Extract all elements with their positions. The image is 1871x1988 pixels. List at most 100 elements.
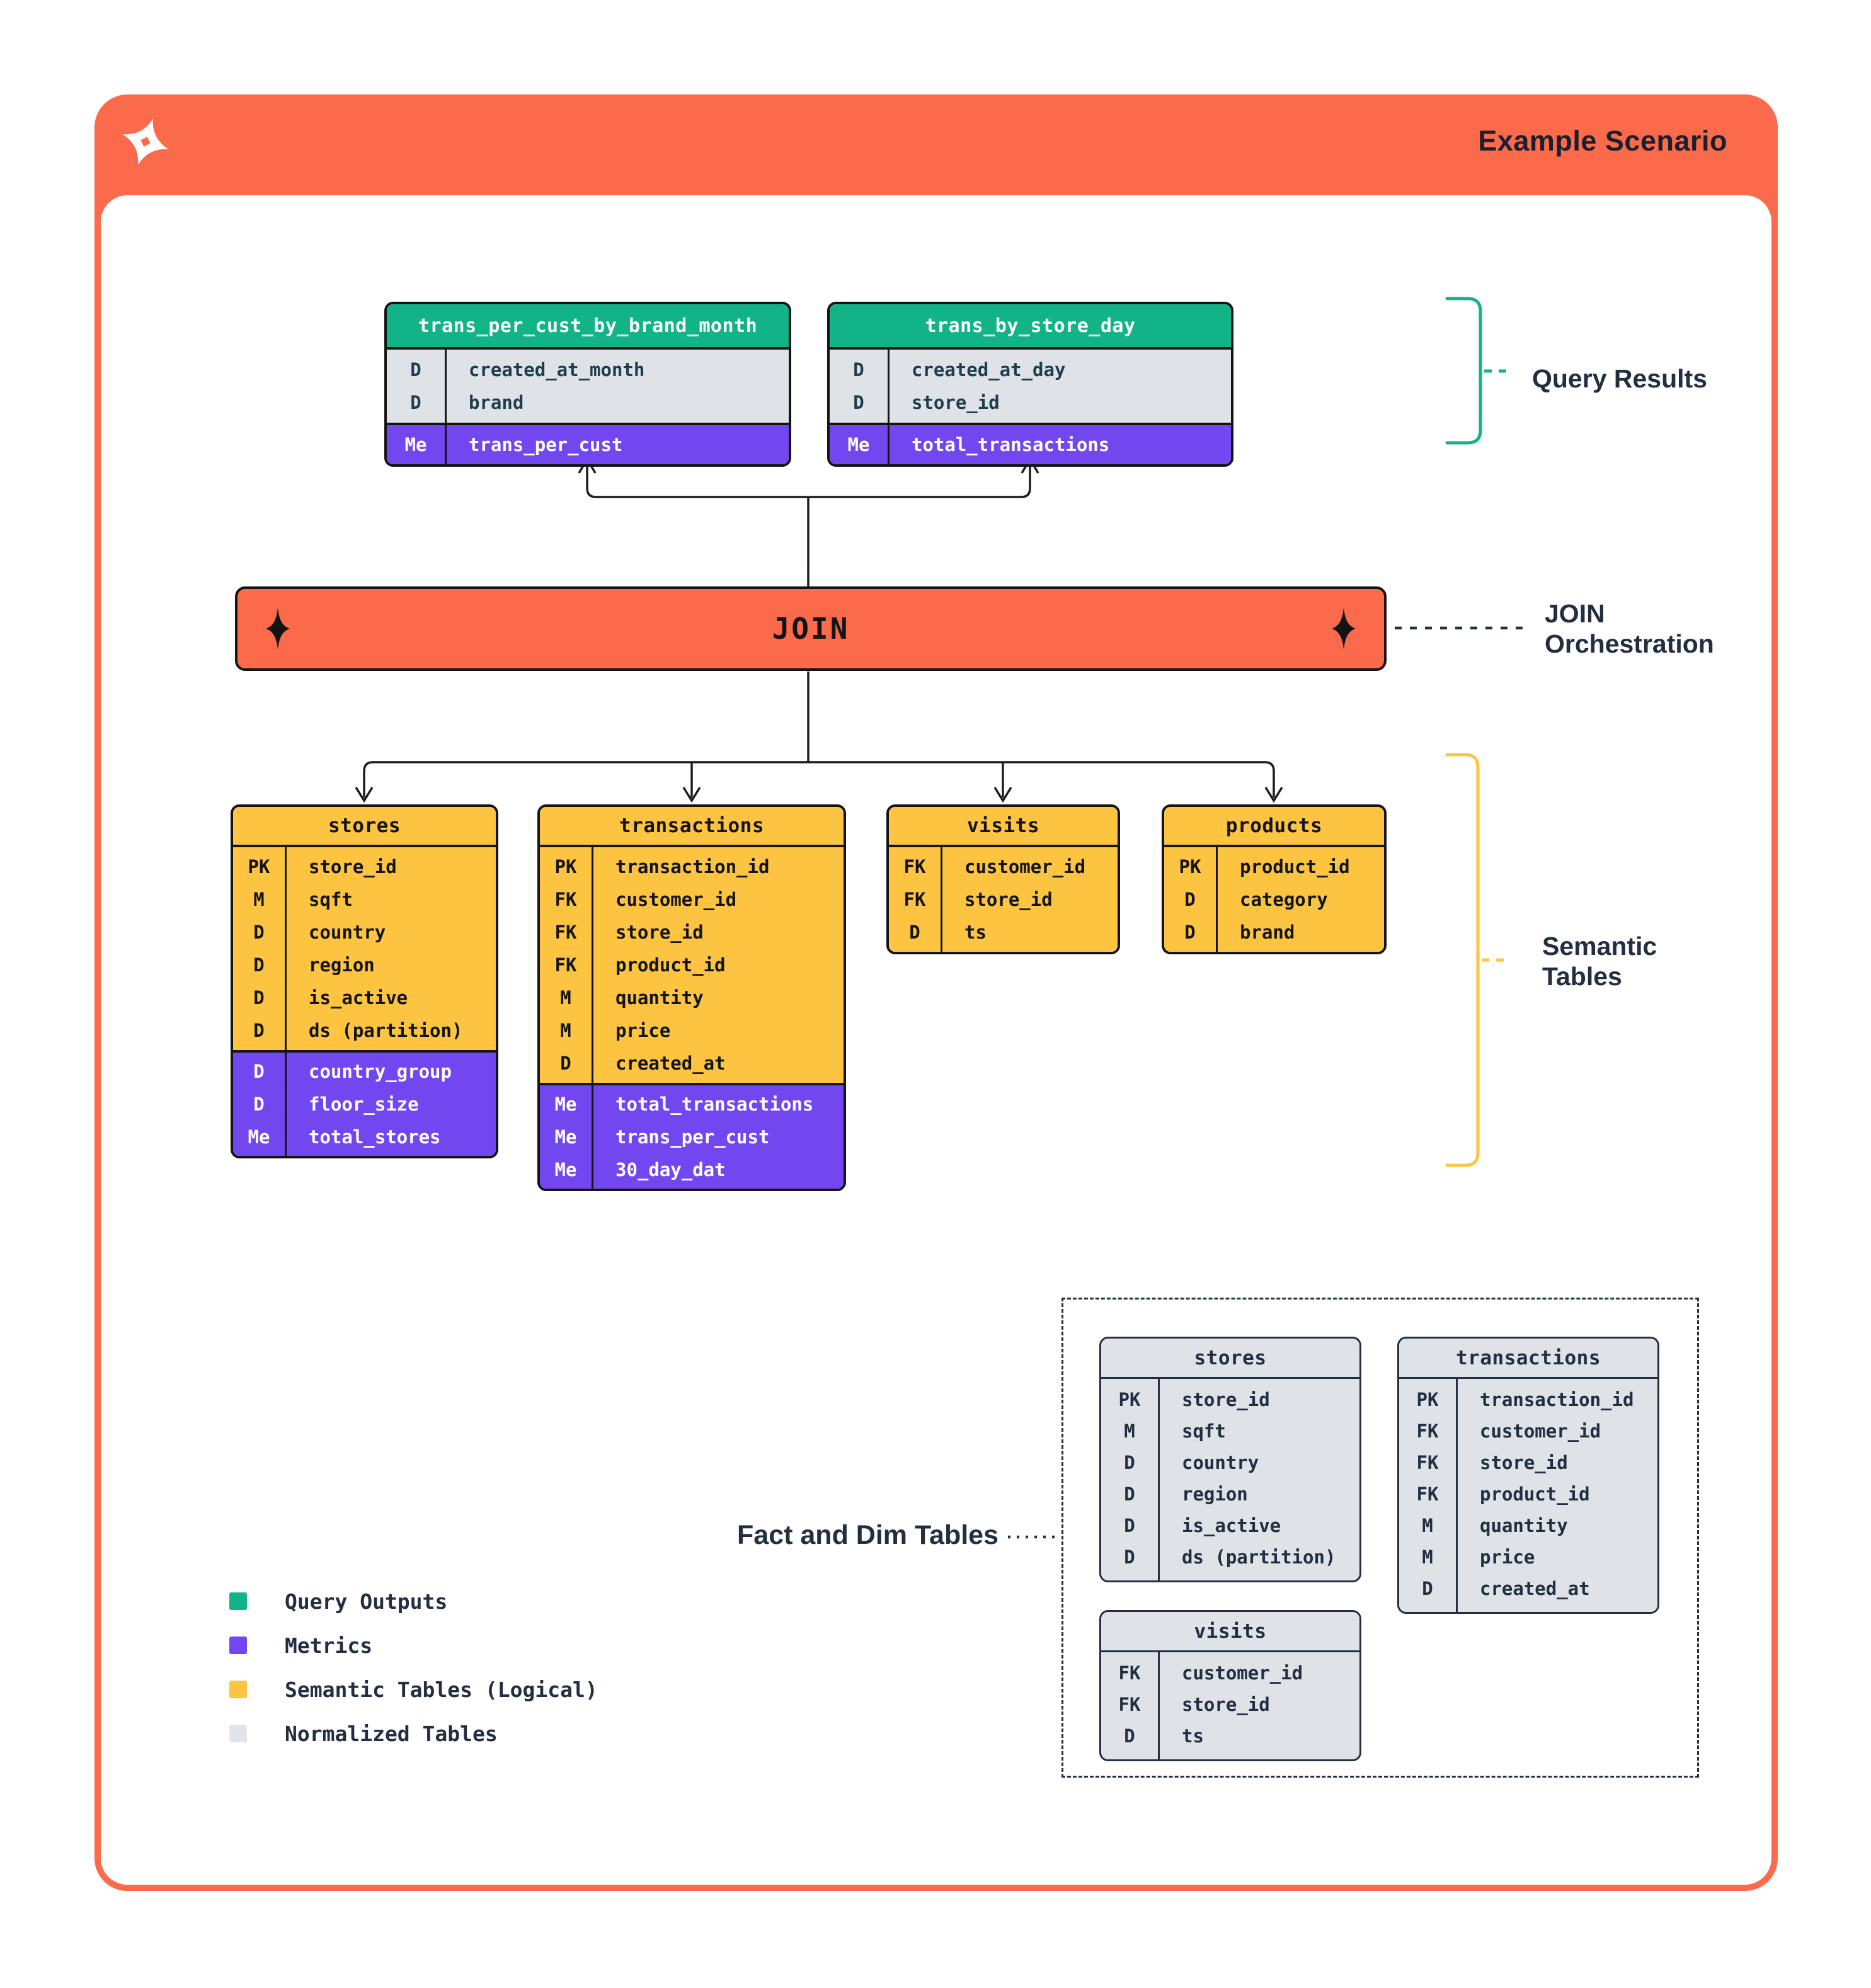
row-field-name: total_stores [309,1126,441,1148]
semantic-tables-label-line2: Tables [1542,962,1622,991]
row-field-name: created_at_month [469,359,645,380]
row-type-key: D [1124,1483,1135,1505]
legend-label: Metrics [285,1633,373,1658]
row-field-name: ds (partition) [309,1020,463,1041]
legend-item-normalized-tables: Normalized Tables [229,1721,598,1746]
row-field-name: is_active [1182,1515,1281,1536]
legend: Query Outputs Metrics Semantic Tables (L… [229,1589,598,1765]
row-type-key: PK [1118,1389,1141,1410]
row-type-key: D [1124,1546,1135,1568]
row-field-name: product_id [1480,1483,1590,1505]
row-type-key: Me [554,1126,577,1148]
normalized-tables-box [1061,1298,1699,1778]
table-title: visits [889,807,1118,847]
row-type-key: M [1124,1420,1135,1442]
row-type-key: D [1124,1515,1135,1536]
row-field-name: customer_id [615,889,737,910]
row-field-name: store_id [1182,1694,1270,1715]
metrics-swatch-icon [229,1637,247,1654]
row-field-name: total_transactions [912,434,1110,455]
row-field-name: store_id [309,856,397,877]
row-type-key: D [253,954,265,976]
table-title: trans_by_store_day [830,304,1231,350]
row-type-key: PK [554,856,577,877]
row-field-name: ts [964,922,987,943]
row-field-name: sqft [309,889,353,910]
row-field-name: trans_per_cust [615,1126,770,1148]
sparkle-icon [1332,608,1356,649]
table-row: PK store_id [233,850,496,883]
query-outputs-swatch-icon [229,1592,247,1610]
row-type-key: D [253,922,265,943]
normalized-tables-swatch-icon [229,1725,247,1742]
row-field-name: total_transactions [615,1094,814,1115]
row-type-key: M [1422,1515,1433,1536]
row-type-key: D [253,1020,265,1041]
row-field-name: quantity [1480,1515,1568,1536]
row-type-key: D [1184,889,1196,910]
row-field-name: floor_size [309,1094,419,1115]
row-type-key: M [1422,1546,1433,1568]
row-field-name: ts [1182,1725,1204,1747]
row-field-name: customer_id [964,856,1086,877]
row-type-key: PK [1179,856,1201,877]
table-row: FK customer_id [889,850,1118,883]
row-field-name: region [309,954,375,976]
row-type-key: FK [1416,1420,1439,1442]
row-type-key: PK [248,856,270,877]
row-field-name: trans_per_cust [469,434,623,455]
row-field-name: created_at_day [912,359,1066,380]
row-field-name: country [1182,1452,1259,1473]
table-title: transactions [1399,1339,1657,1379]
row-field-name: sqft [1182,1420,1226,1442]
row-field-name: country [309,922,386,943]
row-type-key: FK [554,954,577,976]
row-field-name: store_id [615,922,704,943]
join-label: JOIN [772,612,850,646]
row-field-name: store_id [912,392,1000,413]
row-field-name: price [615,1020,671,1041]
row-type-key: FK [903,856,926,877]
row-type-key: Me [554,1159,577,1180]
row-field-name: ds (partition) [1182,1546,1336,1568]
row-field-name: category [1240,889,1328,910]
semantic-tables-label-line1: Semantic [1542,932,1657,961]
row-field-name: brand [1240,922,1295,943]
join-orchestration-label-line2: Orchestration [1545,629,1714,658]
row-field-name: transaction_id [1480,1389,1634,1410]
row-type-key: D [560,1053,571,1074]
row-type-key: D [1184,922,1196,943]
row-type-key: FK [1118,1662,1141,1684]
row-type-key: FK [554,922,577,943]
legend-item-semantic-tables: Semantic Tables (Logical) [229,1677,598,1702]
legend-item-query-outputs: Query Outputs [229,1589,598,1614]
row-type-key: D [1124,1725,1135,1747]
row-field-name: quantity [615,987,704,1008]
table-title: trans_per_cust_by_brand_month [387,304,789,350]
